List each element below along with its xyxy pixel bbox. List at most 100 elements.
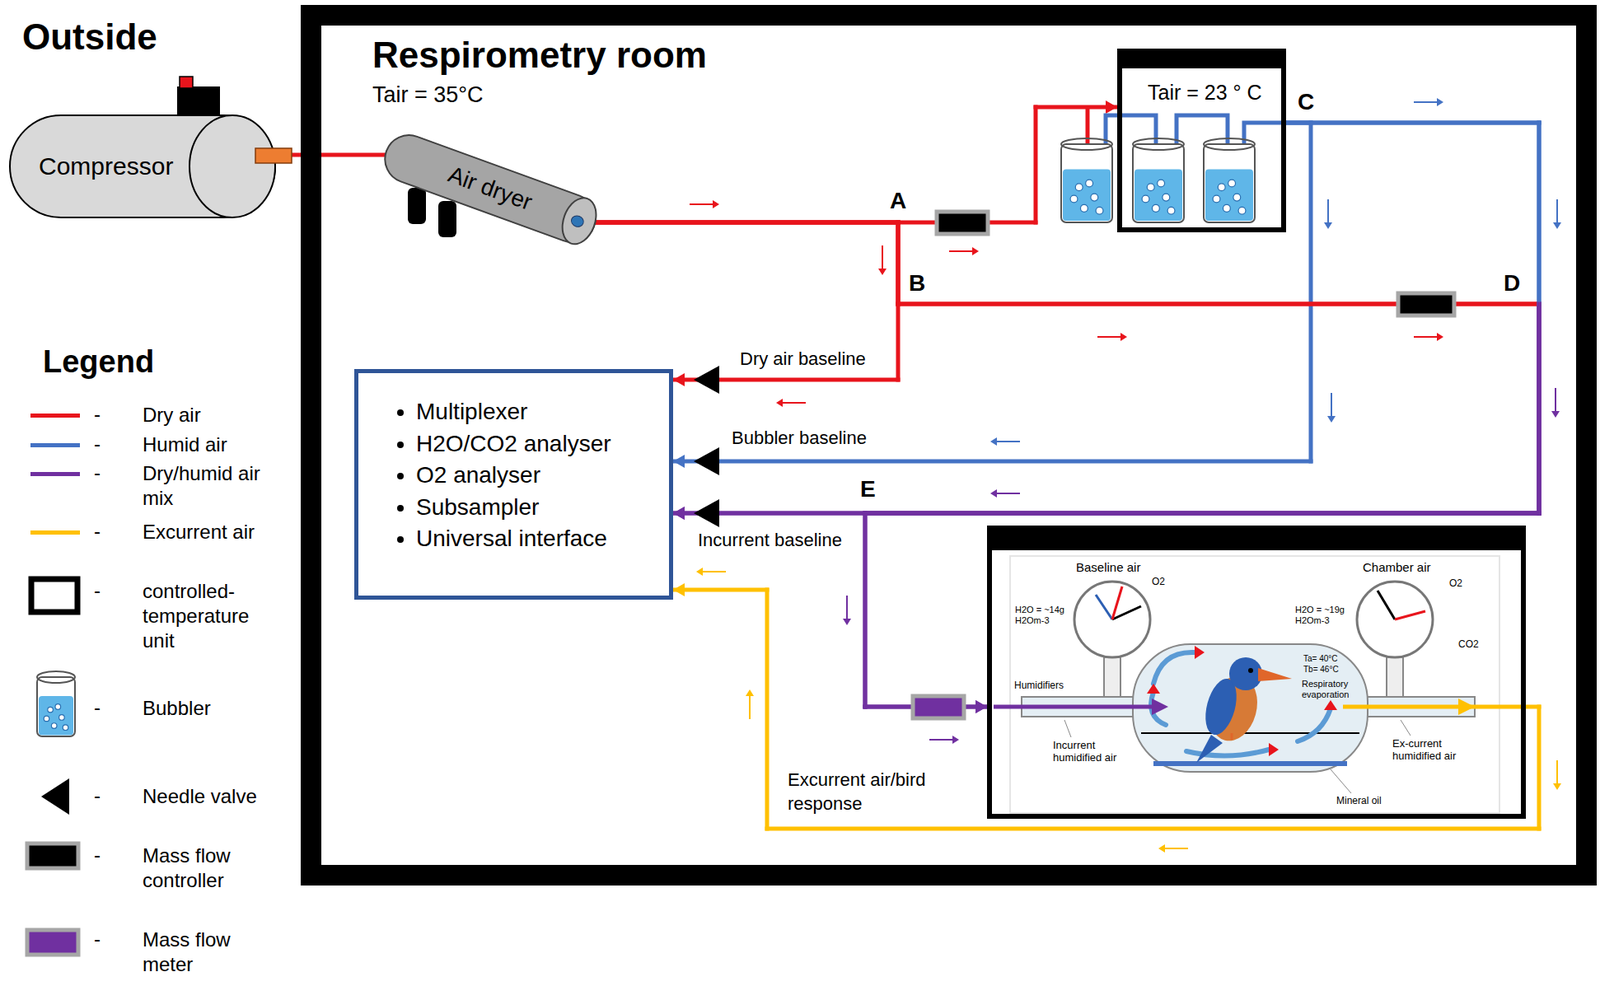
leader-line [1330, 769, 1352, 794]
connector-segment [673, 511, 1540, 516]
connector-label: Incurrent baseline [697, 528, 843, 553]
connector-segment [1537, 122, 1542, 305]
incurrent-arrow [993, 705, 1154, 710]
flow-arrowhead [745, 689, 754, 697]
connector-segment [1035, 105, 1118, 110]
connector [673, 122, 1311, 468]
connector-segment [584, 220, 899, 225]
flow-arrow [1327, 199, 1329, 223]
bird-leg [1230, 733, 1234, 740]
node-label: Incurrent humidified air [1052, 739, 1136, 765]
legend-line-swatch [30, 413, 80, 418]
bird-eye [1248, 668, 1254, 674]
bubbler-water [38, 696, 74, 736]
node-label: Tair = 35°C [372, 82, 484, 108]
needle-valves [693, 365, 720, 528]
nozzle [255, 148, 292, 164]
node-label: Baseline air [1076, 560, 1141, 575]
node-label: Respiratory evaporation [1301, 678, 1362, 700]
bubble [1212, 195, 1221, 203]
flow-arrow [1554, 388, 1557, 412]
bubble [1157, 179, 1165, 188]
connector-segment [1537, 304, 1542, 514]
bubble [1075, 183, 1083, 192]
bubble [59, 715, 66, 721]
swirl-tips [1146, 645, 1338, 757]
arrowhead [1151, 698, 1169, 716]
analyser-box: MultiplexerH2O/CO2 analyserO2 analyserSu… [354, 369, 674, 600]
node-label: H2O = ~19g H2Om-3 [1295, 604, 1352, 626]
junction-letter: A [889, 187, 907, 215]
junction-letter: D [1503, 270, 1521, 297]
legend-dash: - [93, 696, 101, 720]
flow-arrowhead [842, 618, 852, 626]
flow-arrow [1413, 101, 1437, 103]
flow-arrowhead [1551, 411, 1560, 418]
legend-text: Dry/humid air mix [142, 461, 283, 511]
flow-arrow [1097, 336, 1121, 338]
legend-text: Needle valve [142, 784, 258, 810]
bubbler-water [1062, 168, 1111, 221]
connector-segment [767, 827, 1540, 832]
flow-arrow [929, 739, 953, 741]
bubbler-symbol [1132, 138, 1184, 223]
legend-text: Humid air [142, 432, 228, 458]
mass-flow-controller-symbol [27, 843, 79, 869]
bubbler-glass [1061, 144, 1113, 223]
bubbler-glass [1203, 144, 1255, 223]
swirl [1297, 708, 1331, 742]
flow-arrow [881, 245, 884, 269]
arrowhead [673, 506, 685, 520]
bubble [1167, 206, 1175, 215]
swirl [1186, 749, 1269, 757]
node-label: Respirometry room [372, 34, 707, 77]
connector-segment [1286, 121, 1540, 126]
connector-segment [1537, 304, 1542, 514]
arrowhead [1458, 698, 1475, 716]
connector-segment [673, 588, 768, 593]
bubble [1238, 206, 1246, 215]
flow-arrowhead [990, 437, 997, 446]
arrowhead [673, 506, 685, 520]
node-label: Compressor [38, 152, 174, 181]
heading-label: Outside [22, 16, 158, 59]
bubble [1085, 179, 1094, 188]
connector-segment [673, 459, 1311, 464]
node-label: O2 [1449, 578, 1463, 590]
bubble [1228, 179, 1236, 188]
bird-head [1229, 657, 1263, 691]
flow-arrowhead [1553, 222, 1562, 230]
connector-segment [1537, 304, 1542, 514]
connector-segment [863, 513, 868, 707]
connector-segment [865, 511, 1540, 516]
flow-arrow [996, 492, 1020, 495]
swirl-tip [1146, 683, 1161, 694]
bubble [1151, 204, 1160, 212]
connector-segment [1537, 122, 1542, 305]
compressor-box: Compressor [9, 115, 276, 218]
connector-segment [673, 511, 1540, 516]
list-item: H2O/CO2 analyser [416, 428, 612, 461]
needle-valve [693, 447, 720, 476]
legend-text: Mass flow controller [142, 843, 267, 894]
legend-text: Bubbler [142, 696, 211, 721]
bubbler-water [1205, 168, 1254, 221]
legend-symbols [27, 579, 79, 955]
bubble [51, 723, 57, 730]
bubble [55, 704, 61, 711]
temperature-unit: Tair = 23 ° C [1117, 48, 1287, 233]
node-label: Air dryer [444, 161, 536, 216]
flow-arrowhead [1327, 416, 1336, 423]
node-label: Ta= 40°C [1303, 654, 1339, 665]
arrowhead [1105, 100, 1118, 114]
flow-arrowhead [952, 735, 960, 744]
leader-line [1400, 720, 1411, 736]
bubble [1162, 193, 1170, 202]
flow-arrow [702, 570, 726, 573]
legend-dash: - [93, 461, 101, 485]
needle-valve-symbol [41, 778, 70, 815]
bubble [1141, 195, 1150, 203]
dial-stem [1104, 657, 1121, 698]
flow-arrowhead [712, 200, 720, 209]
gauge-needle [1112, 586, 1123, 620]
